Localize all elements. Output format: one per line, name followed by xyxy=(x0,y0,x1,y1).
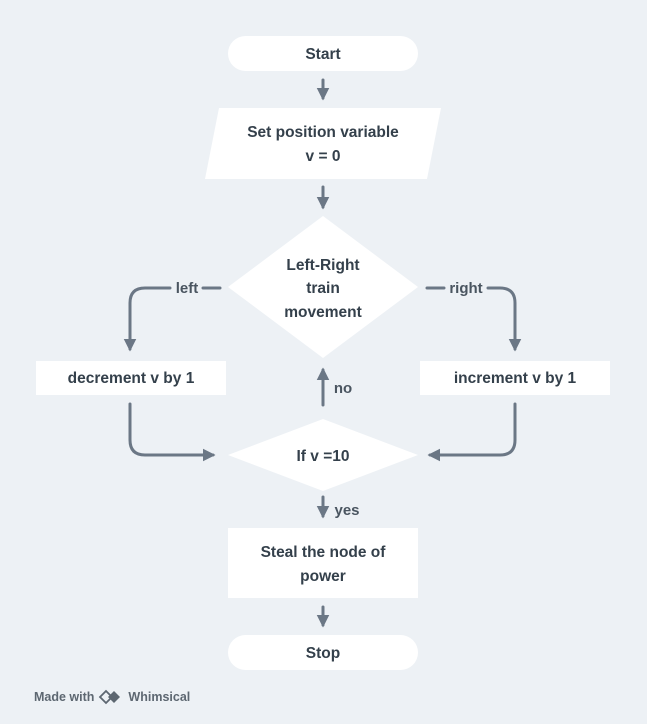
increment-label: increment v by 1 xyxy=(454,370,577,387)
steal-line-2: power xyxy=(300,568,346,585)
decrement-node: decrement v by 1 xyxy=(36,361,226,395)
stop-node: Stop xyxy=(228,635,418,670)
start-label: Start xyxy=(305,46,340,63)
right-edge-label: right xyxy=(449,280,482,297)
connectors xyxy=(123,78,522,628)
stop-label: Stop xyxy=(306,645,340,662)
movement-line-3: movement xyxy=(284,304,362,321)
whimsical-logo-icon xyxy=(99,689,121,705)
steal-line-1: Steal the node of xyxy=(261,544,387,561)
arrow-right-branch-down xyxy=(486,286,522,352)
movement-line-2: train xyxy=(306,280,340,297)
no-edge-label: no xyxy=(334,380,352,397)
set-variable-line-2: v = 0 xyxy=(306,148,341,165)
set-variable-node: Set position variable v = 0 xyxy=(205,108,441,179)
arrow-left-branch-down xyxy=(123,286,172,352)
steal-node: Steal the node of power xyxy=(228,528,418,598)
made-with-text: Made with xyxy=(34,690,95,704)
arrow-decrement-to-if xyxy=(128,402,216,462)
whimsical-brand-text: Whimsical xyxy=(128,690,191,704)
v-check-decision-node: If v =10 xyxy=(228,419,418,491)
increment-node: increment v by 1 xyxy=(420,361,610,395)
decrement-label: decrement v by 1 xyxy=(68,370,195,387)
arrow-increment-to-if xyxy=(427,402,517,462)
yes-edge-label: yes xyxy=(334,502,359,519)
set-variable-line-1: Set position variable xyxy=(247,124,399,141)
movement-decision-node: Left-Right train movement xyxy=(228,216,418,358)
movement-line-1: Left-Right xyxy=(286,257,359,274)
v-check-label: If v =10 xyxy=(297,448,350,465)
made-with-footer[interactable]: Made with Whimsical xyxy=(34,689,190,705)
start-node: Start xyxy=(228,36,418,71)
left-edge-label: left xyxy=(176,280,199,297)
